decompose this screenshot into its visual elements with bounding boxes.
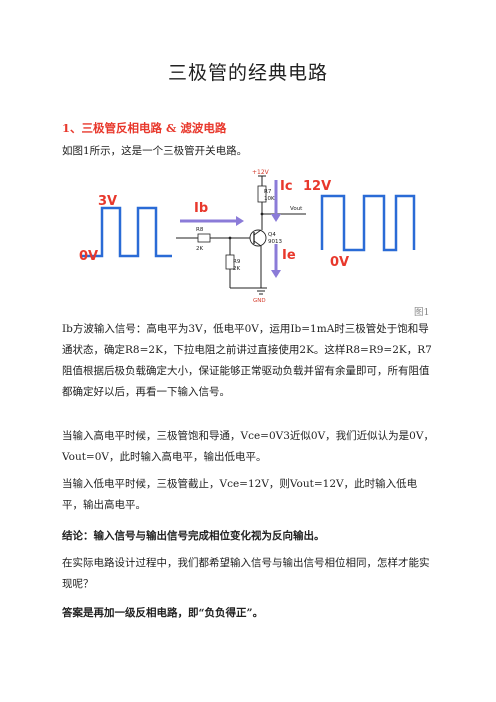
q-name: Q4 <box>268 232 276 238</box>
r8-name: R8 <box>196 227 204 233</box>
supply-label: +12V <box>252 169 270 176</box>
intro-text: 如图1所示，这是一个三极管开关电路。 <box>62 145 248 157</box>
input-waveform <box>80 206 172 258</box>
question-text: 在实际电路设计过程中，我们都希望输入信号与输出信号相位相同，怎样才能实现呢？ <box>62 557 430 590</box>
r9-name: R9 <box>233 259 241 265</box>
vout-label: Vout <box>290 206 303 212</box>
figure-caption: 图1 <box>414 307 430 318</box>
paragraph-low-input: 当输入低电平时候，三极管截止，Vce=12V，则Vout=12V，此时输入低电平… <box>62 478 418 511</box>
conclusion-text: 结论：输入信号与输出信号完成相位变化视为反向输出。 <box>62 530 325 542</box>
r8-value: 2K <box>196 246 203 252</box>
input-low-label: 0V <box>79 249 98 264</box>
gnd-label: GND <box>253 298 266 304</box>
q-part: 9013 <box>268 239 282 245</box>
ic-label: Ic <box>280 179 293 194</box>
paragraph-high-input: 当输入高电平时候，三极管饱和导通，Vce=0V3近似0V，我们近似认为是0V，V… <box>62 430 434 463</box>
r7-resistor <box>257 185 267 203</box>
input-high-label: 3V <box>98 194 117 209</box>
output-low-label: 0V <box>330 255 349 270</box>
r9-resistor <box>225 254 235 270</box>
page-title: 三极管的经典电路 <box>167 62 328 84</box>
ib-label: Ib <box>194 201 208 216</box>
output-waveform <box>320 194 416 252</box>
r7-value: 10K <box>264 196 275 202</box>
r8-resistor <box>197 233 211 243</box>
ie-label: Ie <box>282 248 296 263</box>
r7-name: R7 <box>264 189 272 195</box>
output-high-label: 12V <box>303 179 331 194</box>
answer-text: 答案是再加一级反相电路，即“负负得正”。 <box>62 607 264 619</box>
r9-value: 2K <box>233 266 240 272</box>
section-heading: 1、三极管反相电路 & 滤波电路 <box>62 121 227 135</box>
transistor-q4 <box>249 229 267 247</box>
paragraph-ib: Ib方波输入信号：高电平为3V，低电平0V，运用Ib=1mA时三极管处于饱和导通… <box>62 323 432 398</box>
